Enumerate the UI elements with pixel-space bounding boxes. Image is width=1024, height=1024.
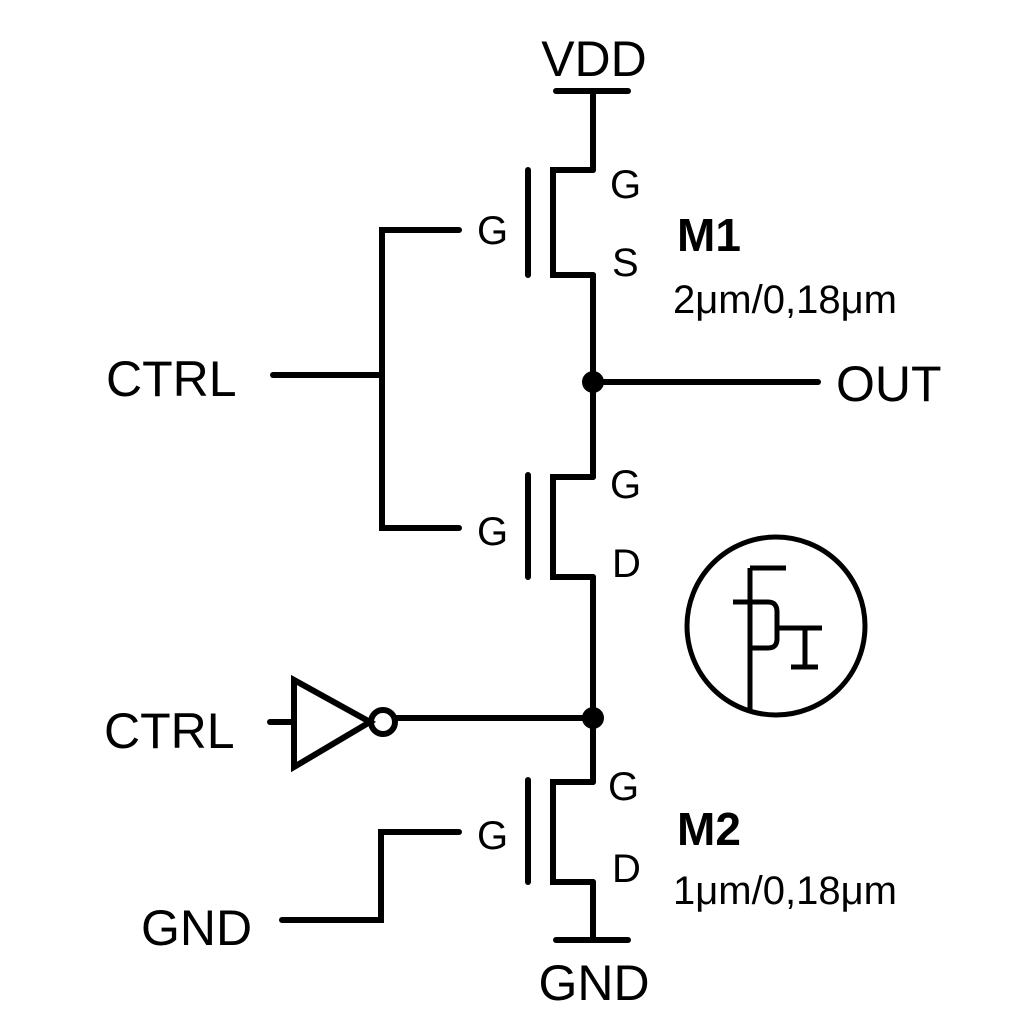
transistor-middle: G G D bbox=[477, 463, 641, 586]
m2-terminal-lower: D bbox=[612, 847, 641, 891]
inverter-bubble bbox=[368, 707, 398, 737]
ctrl-bottom-label: CTRL bbox=[104, 703, 235, 759]
gnd-label: GND bbox=[538, 955, 649, 1011]
m2-gate-label: G bbox=[477, 814, 508, 858]
m1-size: 2μm/0,18μm bbox=[673, 278, 897, 322]
mid-terminal-upper: G bbox=[610, 463, 641, 507]
m1-gate-label: G bbox=[477, 209, 508, 253]
m2-terminal-upper: G bbox=[608, 765, 639, 809]
mid-channel bbox=[550, 474, 596, 580]
m1-name: M1 bbox=[677, 209, 741, 261]
m2-name: M2 bbox=[677, 803, 741, 855]
m2-size: 1μm/0,18μm bbox=[673, 869, 897, 913]
m1-terminal-upper: G bbox=[610, 163, 641, 207]
gnd-input-wire bbox=[279, 829, 462, 923]
out-label: OUT bbox=[836, 356, 942, 412]
m1-channel bbox=[550, 167, 596, 278]
mid-terminal-lower: D bbox=[612, 542, 641, 586]
m2-channel bbox=[550, 779, 596, 885]
ctrl-top-label: CTRL bbox=[106, 351, 237, 407]
ctrl-fork-wire bbox=[379, 227, 462, 531]
gnd-input-label: GND bbox=[141, 900, 252, 956]
mosfet-symbol-icon bbox=[684, 534, 868, 718]
vdd-label: VDD bbox=[541, 31, 647, 87]
transistor-m1: G G S M1 2μm/0,18μm bbox=[477, 163, 897, 322]
mid-gate-label: G bbox=[477, 510, 508, 554]
inverter bbox=[267, 674, 596, 773]
inverter-triangle bbox=[291, 674, 377, 773]
m1-terminal-lower: S bbox=[612, 241, 639, 285]
transistor-m2: G G D M2 1μm/0,18μm bbox=[477, 765, 897, 913]
